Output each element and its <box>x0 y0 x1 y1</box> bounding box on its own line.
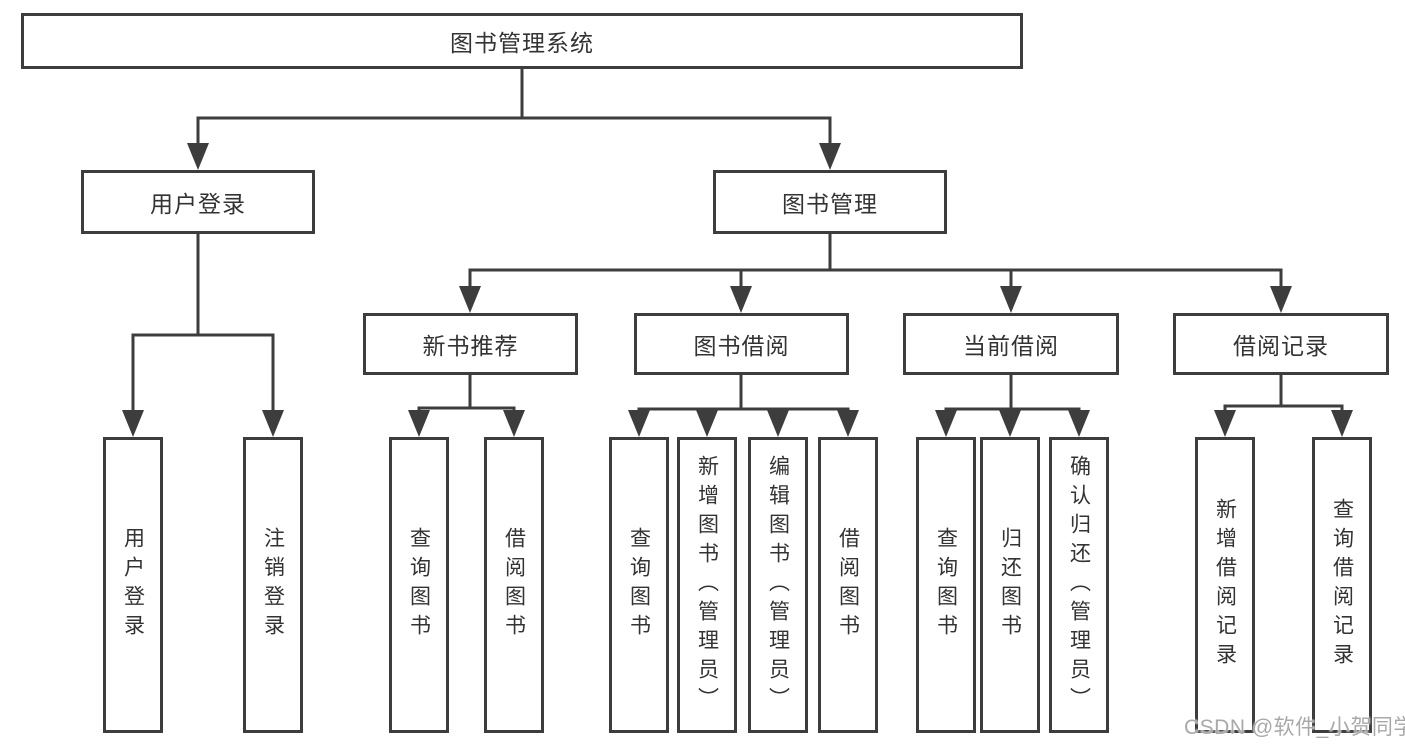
leaf-logout: 注销登录 <box>243 437 303 733</box>
leaf-br-query-record-label: 查询借阅记录 <box>1330 498 1354 672</box>
leaf-bb-query-books: 查询图书 <box>609 437 669 733</box>
arrowhead-path <box>122 143 1353 437</box>
leaf-bb-add-books-admin-label: 新增图书（管理员） <box>695 454 719 716</box>
leaf-br-add-record-label: 新增借阅记录 <box>1213 498 1237 672</box>
leaf-cb-confirm-return-admin-label: 确认归还（管理员） <box>1067 454 1091 716</box>
leaf-br-add-record: 新增借阅记录 <box>1195 437 1255 733</box>
leaf-user-login: 用户登录 <box>103 437 163 733</box>
node-borrowing-records: 借阅记录 <box>1173 313 1389 375</box>
node-borrowing-records-label: 借阅记录 <box>1233 333 1329 359</box>
leaf-bb-edit-books-admin-label: 编辑图书（管理员） <box>766 454 790 716</box>
node-root-label: 图书管理系统 <box>450 30 594 56</box>
node-user-login-label: 用户登录 <box>150 191 246 217</box>
node-book-borrowing-label: 图书借阅 <box>693 333 790 359</box>
node-user-login: 用户登录 <box>81 170 315 234</box>
leaf-cb-query-books-label: 查询图书 <box>934 527 958 643</box>
csdn-watermark: CSDN @软件_小贺同学 <box>1184 716 1405 739</box>
leaf-nbr-query-books: 查询图书 <box>389 437 449 733</box>
node-book-borrowing: 图书借阅 <box>634 313 849 375</box>
leaf-bb-add-books-admin: 新增图书（管理员） <box>677 437 737 733</box>
node-root: 图书管理系统 <box>21 13 1023 69</box>
leaf-cb-return-books: 归还图书 <box>980 437 1040 733</box>
node-new-book-recommend-label: 新书推荐 <box>422 333 519 359</box>
leaf-br-query-record: 查询借阅记录 <box>1312 437 1372 733</box>
leaf-bb-borrow-books-label: 借阅图书 <box>836 527 860 643</box>
node-current-borrowing: 当前借阅 <box>903 313 1119 375</box>
leaf-logout-label: 注销登录 <box>261 527 285 643</box>
leaf-cb-return-books-label: 归还图书 <box>998 527 1022 643</box>
leaf-nbr-borrow-books: 借阅图书 <box>484 437 544 733</box>
leaf-cb-confirm-return-admin: 确认归还（管理员） <box>1049 437 1109 733</box>
node-current-borrowing-label: 当前借阅 <box>963 333 1059 359</box>
node-book-management: 图书管理 <box>713 170 947 234</box>
node-book-management-label: 图书管理 <box>782 191 878 217</box>
leaf-bb-borrow-books: 借阅图书 <box>818 437 878 733</box>
leaf-cb-query-books: 查询图书 <box>916 437 976 733</box>
leaf-bb-query-books-label: 查询图书 <box>627 527 651 643</box>
node-new-book-recommend: 新书推荐 <box>363 313 578 375</box>
leaf-nbr-borrow-books-label: 借阅图书 <box>502 527 526 643</box>
leaf-nbr-query-books-label: 查询图书 <box>407 527 431 643</box>
leaf-user-login-label: 用户登录 <box>121 527 145 643</box>
leaf-bb-edit-books-admin: 编辑图书（管理员） <box>748 437 808 733</box>
